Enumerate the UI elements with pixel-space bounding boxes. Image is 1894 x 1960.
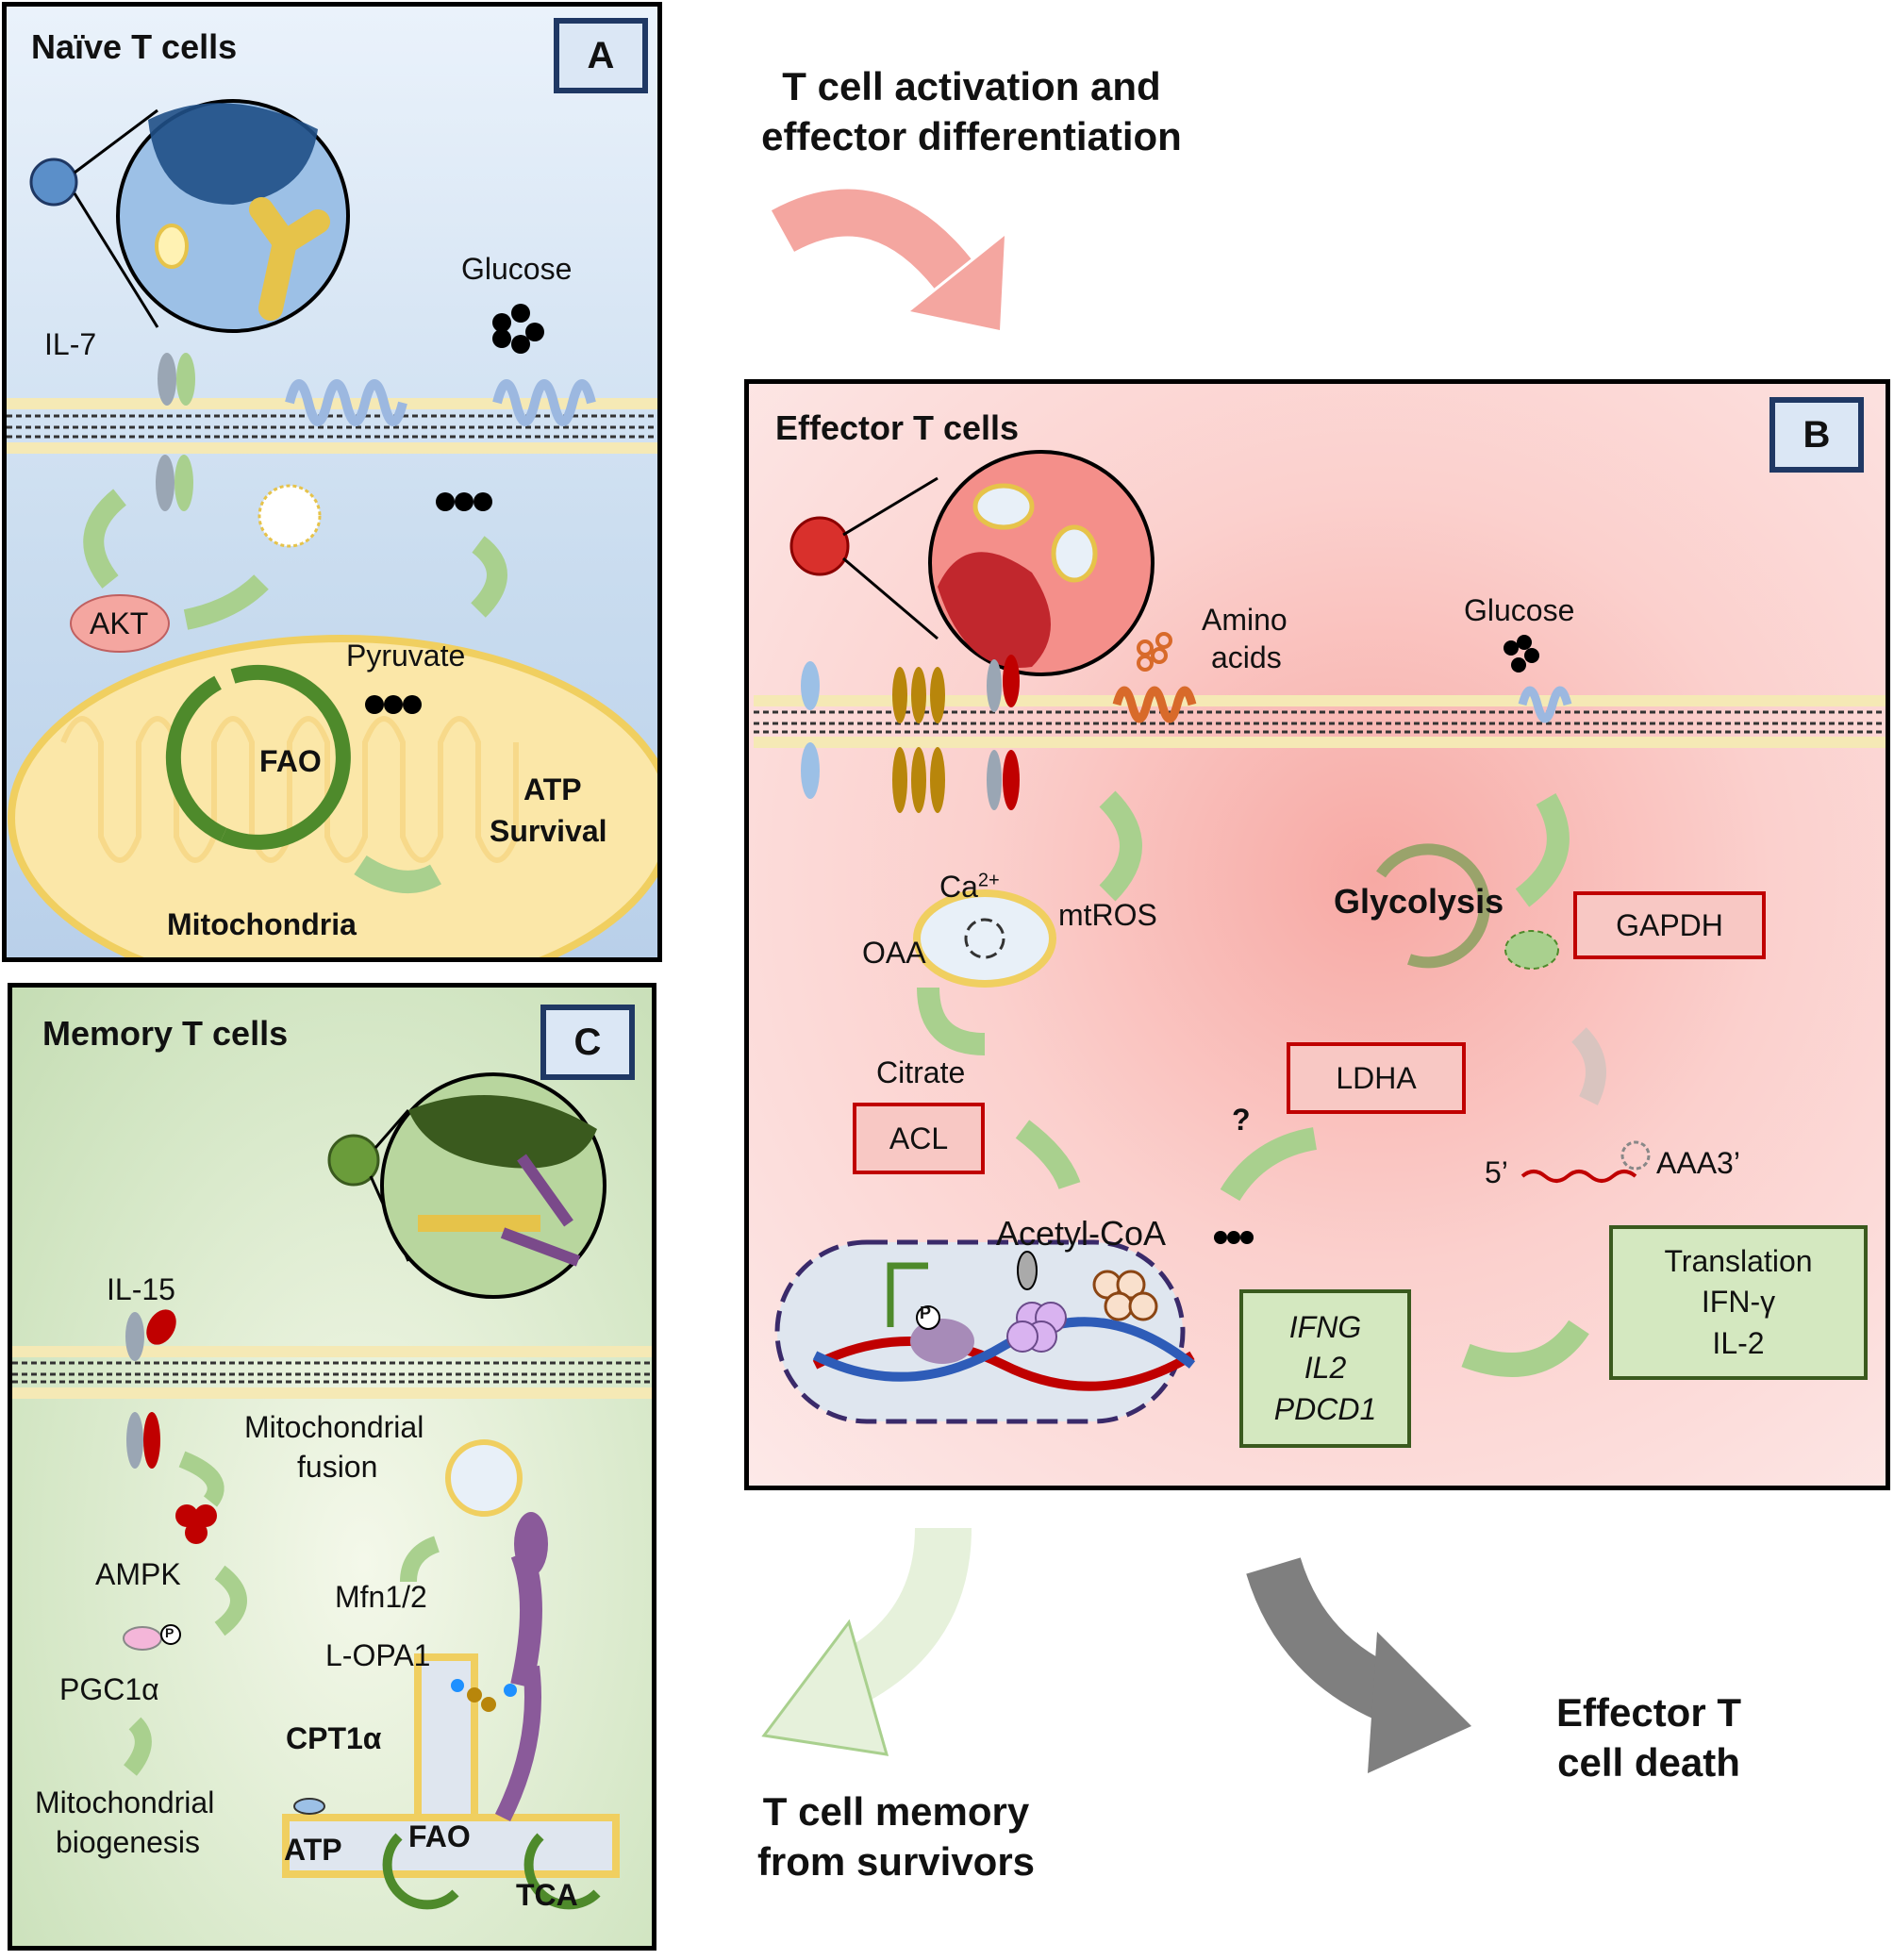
mtros-label: mtROS xyxy=(1058,898,1157,932)
five-prime-label: 5’ xyxy=(1485,1155,1508,1189)
akt-label: AKT xyxy=(90,606,149,640)
output-ifng: IFN-γ xyxy=(1701,1285,1776,1320)
panel-c-badge: C xyxy=(540,1005,635,1080)
activation-title: T cell activation and effector different… xyxy=(717,62,1226,161)
naive-cell-icon xyxy=(29,158,78,207)
citrate-label: Citrate xyxy=(876,1055,966,1089)
panel-a-badge: A xyxy=(554,18,648,93)
amino-label-1: Amino xyxy=(1202,603,1288,637)
pyruvate-label: Pyruvate xyxy=(346,639,466,673)
panel-c-title: Memory T cells xyxy=(42,1014,289,1053)
panel-effector: Effector T cells B Amino acids Glucose C… xyxy=(744,379,1890,1490)
output-il2: IL-2 xyxy=(1712,1325,1765,1360)
gene-ifng: IFNG xyxy=(1288,1310,1362,1345)
fusion-label-1: Mitochondrial xyxy=(244,1410,424,1444)
calcium-superscript: 2+ xyxy=(977,870,1000,891)
calcium-text: Ca xyxy=(939,870,978,904)
arrow-akt-vesicle xyxy=(183,574,269,630)
fao-label: FAO xyxy=(259,744,322,778)
survival-label: Survival xyxy=(490,814,607,848)
glucose-label: Glucose xyxy=(461,252,573,286)
death-outcome-line-1: Effector T xyxy=(1555,1690,1741,1735)
genes-box: IFNG IL2 PDCD1 xyxy=(1239,1289,1411,1448)
panel-naive: Naïve T cells A IL-7 Glucose AKT Pyruvat… xyxy=(2,2,662,962)
glucose-label-b: Glucose xyxy=(1464,593,1575,627)
cpt-label: CPT1α xyxy=(286,1721,382,1755)
pgc-label: PGC1α xyxy=(59,1672,159,1706)
gapdh-box: GAPDH xyxy=(1573,891,1766,959)
outputs-box: Translation IFN-γ IL-2 xyxy=(1609,1225,1868,1380)
activation-line-2: effector differentiation xyxy=(761,113,1182,158)
glycolysis-label: Glycolysis xyxy=(1334,882,1504,921)
question-mark: ? xyxy=(1232,1103,1251,1137)
biogenesis-label-1: Mitochondrial xyxy=(35,1786,215,1819)
oaa-label: OAA xyxy=(862,936,926,970)
il15-label: IL-15 xyxy=(107,1272,175,1306)
panel-a-title: Naïve T cells xyxy=(31,27,238,66)
acetyl-coa-label: Acetyl-CoA xyxy=(996,1214,1167,1253)
ldha-box: LDHA xyxy=(1287,1042,1466,1114)
death-outcome-line-2: cell death xyxy=(1557,1739,1740,1785)
glucose-molecule xyxy=(492,304,544,354)
panel-memory: Memory T cells C IL-15 Mitochondrial fus… xyxy=(8,983,656,1951)
il7-label: IL-7 xyxy=(44,327,97,361)
arrow-il7-akt xyxy=(83,489,127,589)
death-outcome: Effector T cell death xyxy=(1507,1688,1790,1787)
atp-label-c: ATP xyxy=(284,1833,342,1867)
output-translation: Translation xyxy=(1664,1244,1813,1279)
fao-label-c: FAO xyxy=(408,1819,471,1853)
panel-a-illustration xyxy=(7,99,657,957)
lopa-label: L-OPA1 xyxy=(325,1638,431,1672)
ampk-label: AMPK xyxy=(95,1557,181,1591)
gene-il2: IL2 xyxy=(1304,1351,1347,1386)
death-arrow xyxy=(1246,1556,1407,1724)
atp-label: ATP xyxy=(523,772,582,806)
akt-oval xyxy=(70,594,170,653)
mitochondria-label: Mitochondria xyxy=(167,907,357,941)
panel-b-badge: B xyxy=(1769,397,1864,473)
gene-pdcd1: PDCD1 xyxy=(1273,1391,1377,1426)
nucleus xyxy=(148,103,318,205)
calcium-label: Ca2+ xyxy=(939,870,1000,905)
pgc-phospho-label: P xyxy=(165,1625,174,1640)
memory-arrow xyxy=(818,1527,972,1715)
arrow-pyruvate xyxy=(470,536,507,618)
memory-outcome-line-1: T cell memory xyxy=(762,1789,1030,1834)
biogenesis-label-2: biogenesis xyxy=(56,1825,200,1859)
activation-line-1: T cell activation and xyxy=(782,64,1161,108)
activation-arrow xyxy=(771,189,972,290)
panel-c-illustration xyxy=(12,1072,652,1910)
memory-outcome: T cell memory from survivors xyxy=(717,1787,1075,1886)
fusion-label-2: fusion xyxy=(297,1450,378,1484)
amino-label-2: acids xyxy=(1211,640,1282,674)
tca-label: TCA xyxy=(516,1878,578,1912)
acl-box: ACL xyxy=(853,1103,985,1174)
phospho-label: P xyxy=(920,1304,932,1322)
mfn-label: Mfn1/2 xyxy=(335,1580,427,1614)
polya-label: AAA3’ xyxy=(1656,1146,1740,1180)
panel-b-illustration xyxy=(754,450,1886,1424)
memory-outcome-line-2: from survivors xyxy=(756,1838,1036,1884)
panel-b-title: Effector T cells xyxy=(775,408,1020,447)
